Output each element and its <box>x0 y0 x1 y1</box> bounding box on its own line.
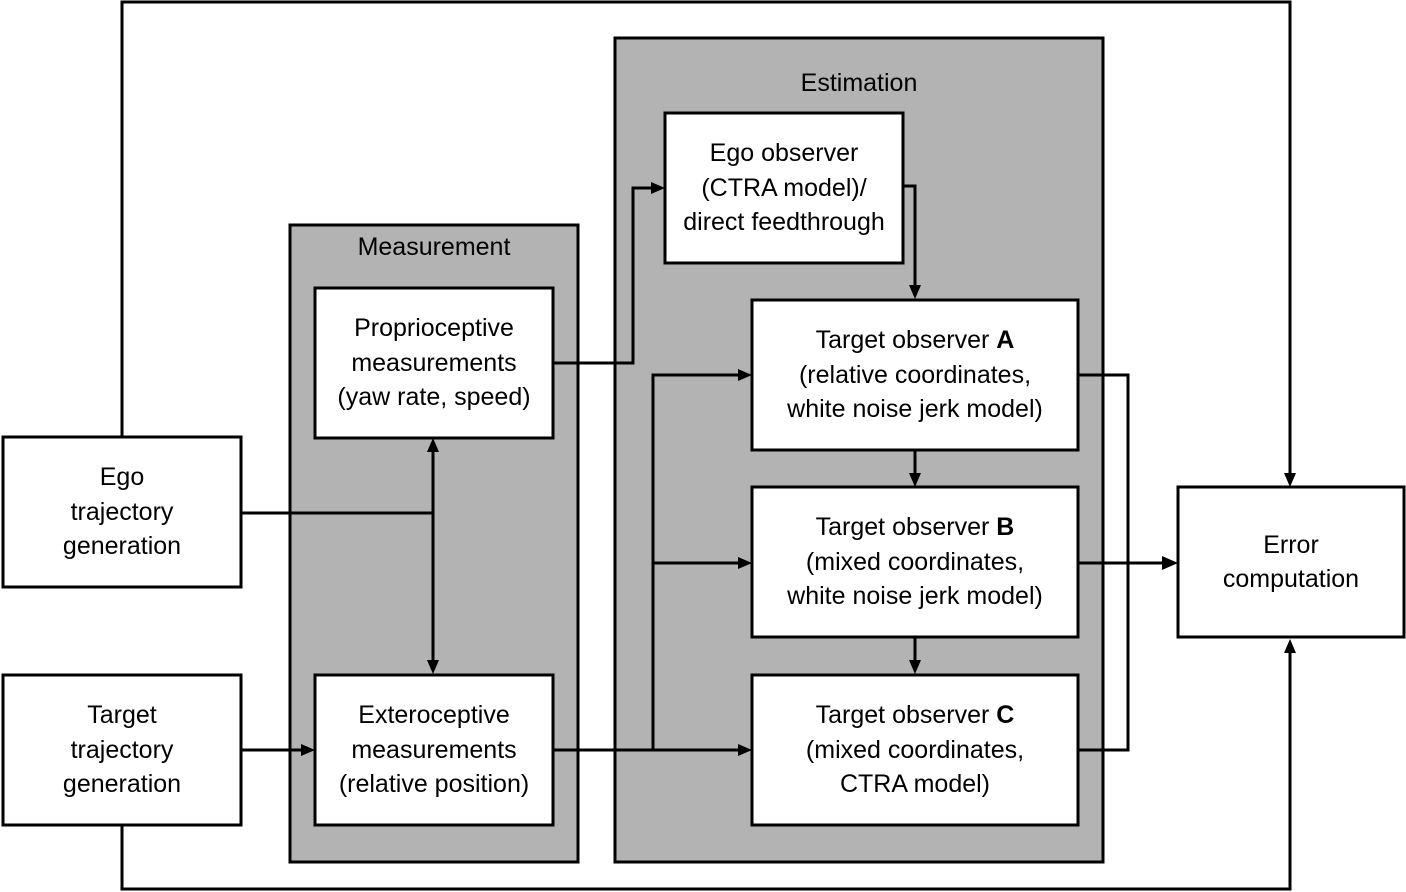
arrowhead-proprio <box>427 438 439 452</box>
target-observer-c-label: Target observer C (mixed coordinates, CT… <box>752 675 1078 825</box>
obs-a-line-2: (relative coordinates, <box>798 360 1032 389</box>
target-gen-line-3: generation <box>62 770 182 799</box>
arrowhead-error-top <box>1284 473 1296 487</box>
arrowhead-error-left <box>1162 556 1178 570</box>
arrowhead-error-bottom <box>1284 639 1296 653</box>
error-line-2: computation <box>1222 565 1360 593</box>
ego-trajectory-generation-box <box>1 435 243 589</box>
obs-c-line-3: CTRA model) <box>839 770 991 799</box>
obs-a-title-line: Target observer A <box>816 323 1015 358</box>
arrowhead-obs-c-left <box>738 744 752 756</box>
ego-gen-line-1: Ego <box>99 463 145 492</box>
obs-b-title-line: Target observer B <box>816 510 1015 545</box>
error-computation-box <box>1176 485 1406 639</box>
target-gen-line-2: trajectory <box>70 735 174 764</box>
target-observer-a-box <box>750 298 1080 452</box>
arrowhead-ego-obs <box>651 182 665 194</box>
proprio-line-3: (yaw rate, speed) <box>337 383 531 412</box>
ego-obs-line-3: direct feedthrough <box>683 208 885 237</box>
arrowhead-obs-b-top <box>909 473 921 487</box>
extero-line-3: (relative position) <box>338 770 530 799</box>
obs-a-line-3: white noise jerk model) <box>787 395 1043 424</box>
arrowhead-extero-left <box>301 744 315 756</box>
estimation-title: Estimation <box>800 69 918 97</box>
target-trajectory-generation-box <box>1 673 243 827</box>
target-to-error-line <box>120 652 1292 891</box>
ego-obs-line-1: Ego observer <box>709 139 859 168</box>
obs-c-title: Target observer <box>815 701 997 730</box>
target-trajectory-generation-label: Target trajectory generation <box>3 675 241 825</box>
obs-a-letter: A <box>996 326 1015 355</box>
extero-line-2: measurements <box>351 735 517 764</box>
target-observer-a-label: Target observer A (relative coordinates,… <box>752 300 1078 450</box>
target-observer-b-label: Target observer B (mixed coordinates, wh… <box>752 487 1078 637</box>
connectors <box>120 0 1292 891</box>
obs-c-letter: C <box>996 701 1015 730</box>
ego-gen-line-3: generation <box>62 532 182 561</box>
arrowhead-extero-top <box>427 660 439 674</box>
ego-gen-line-2: trajectory <box>70 497 174 526</box>
ego-obs-to-a-line <box>903 184 917 286</box>
extero-to-a-line <box>651 373 739 750</box>
arrowhead-obs-a-left <box>738 369 752 381</box>
exteroceptive-label: Exteroceptive measurements (relative pos… <box>315 675 553 825</box>
exteroceptive-box <box>313 673 555 827</box>
ego-obs-line-2: (CTRA model)/ <box>701 173 867 202</box>
target-gen-line-1: Target <box>87 701 157 730</box>
arrowhead-obs-a-top <box>909 285 921 299</box>
ego-to-error-line <box>120 0 1292 474</box>
obs-b-line-2: (mixed coordinates, <box>805 547 1025 576</box>
obs-c-line-2: (mixed coordinates, <box>805 735 1025 764</box>
obs-c-title-line: Target observer C <box>816 698 1015 733</box>
proprioceptive-label: Proprioceptive measurements (yaw rate, s… <box>315 288 553 438</box>
target-observer-c-box <box>750 673 1080 827</box>
proprio-line-1: Proprioceptive <box>354 314 514 343</box>
obs-a-title: Target observer <box>815 326 997 355</box>
ego-observer-box <box>663 111 905 265</box>
extero-line-1: Exteroceptive <box>358 701 510 730</box>
target-observer-b-box <box>750 485 1080 639</box>
error-computation-label: Error computation <box>1178 487 1404 637</box>
ego-trajectory-generation-label: Ego trajectory generation <box>3 437 241 587</box>
proprioceptive-box <box>313 286 555 440</box>
error-line-1: Error <box>1263 530 1319 559</box>
obs-b-title: Target observer <box>815 513 997 542</box>
obs-b-letter: B <box>996 513 1015 542</box>
obs-b-line-3: white noise jerk model) <box>787 582 1043 611</box>
arrowhead-obs-c-top <box>909 660 921 674</box>
arrowhead-obs-b-left <box>738 557 752 569</box>
measurement-title: Measurement <box>357 233 511 261</box>
proprio-line-2: measurements <box>351 348 517 377</box>
ego-observer-label: Ego observer (CTRA model)/ direct feedth… <box>665 113 903 263</box>
arrowheads <box>301 182 1296 756</box>
proprio-to-ego-obs-line <box>553 186 652 365</box>
